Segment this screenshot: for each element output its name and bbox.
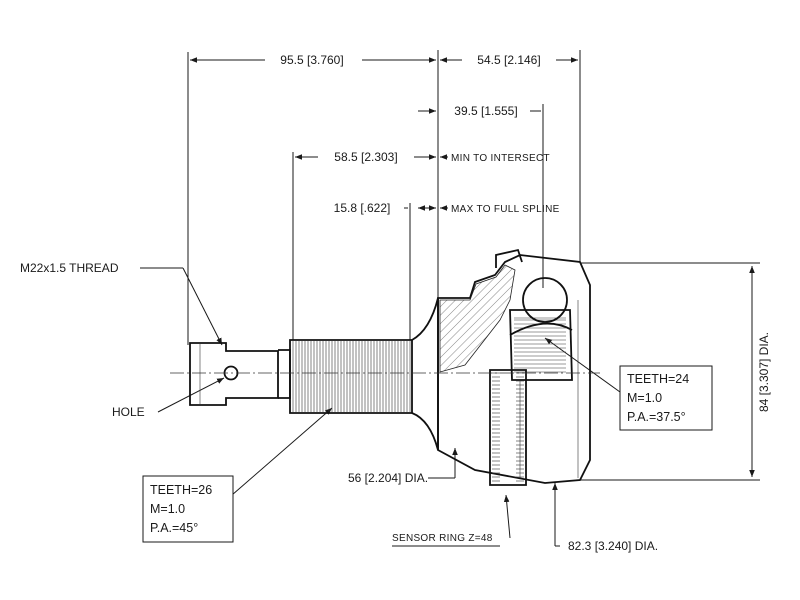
- outer-pressure-angle: P.A.=37.5°: [627, 410, 686, 424]
- hole-label: HOLE: [112, 405, 145, 419]
- dim-full-spline-value: 15.8 [.622]: [334, 201, 391, 215]
- thread-label: M22x1.5 THREAD: [20, 261, 119, 275]
- stem-pressure-angle: P.A.=45°: [150, 521, 198, 535]
- outer-teeth: TEETH=24: [627, 372, 689, 386]
- dim-overall-left: 95.5 [3.760]: [280, 53, 343, 67]
- cv-joint-part: [170, 248, 600, 486]
- sensor-ring-label: SENSOR RING Z=48: [392, 533, 493, 544]
- outer-module: M=1.0: [627, 391, 662, 405]
- labels: 95.5 [3.760] 54.5 [2.146] 39.5 [1.555] 5…: [20, 53, 771, 553]
- ring-dia-label: 82.3 [3.240] DIA.: [568, 539, 658, 553]
- dim-min-intersect-value: 58.5 [2.303]: [334, 150, 397, 164]
- dim-overall-right: 54.5 [2.146]: [477, 53, 540, 67]
- shaft-dia-label: 56 [2.204] DIA.: [348, 471, 428, 485]
- dim-ball-center: 39.5 [1.555]: [454, 104, 517, 118]
- dimension-lines: [140, 50, 760, 547]
- ball-icon: [522, 277, 568, 323]
- dim-min-intersect-label: MIN TO INTERSECT: [451, 153, 550, 164]
- outer-dia-label: 84 [3.307] DIA.: [757, 332, 771, 412]
- stem-module: M=1.0: [150, 502, 185, 516]
- spline-outer-spec-box: TEETH=24 M=1.0 P.A.=37.5°: [619, 365, 713, 431]
- stem-teeth: TEETH=26: [150, 483, 212, 497]
- dim-full-spline-label: MAX TO FULL SPLINE: [451, 204, 560, 215]
- spline-stem-spec-box: TEETH=26 M=1.0 P.A.=45°: [142, 475, 234, 543]
